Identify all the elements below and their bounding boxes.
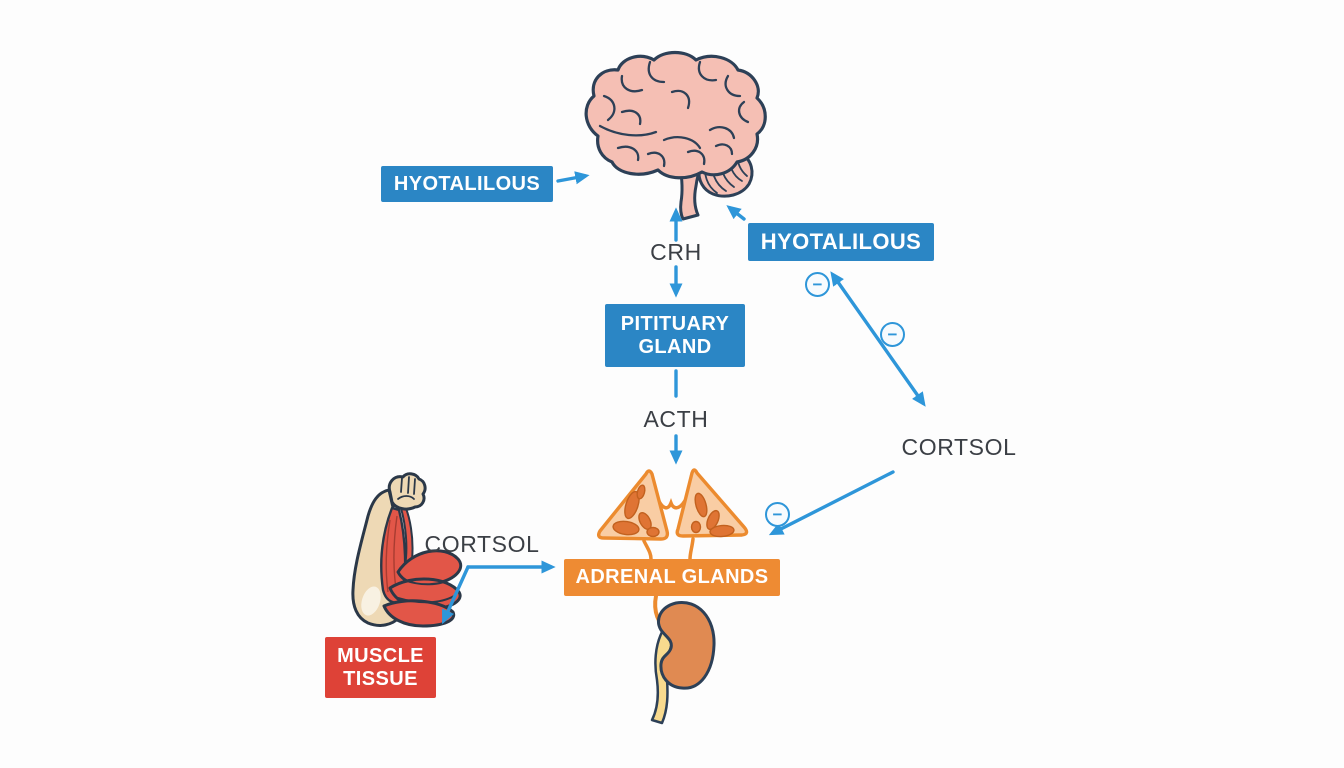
adrenal-glands-label: ADRENAL GLANDS [575, 566, 769, 589]
minus-circle-icon: − [765, 502, 790, 527]
flow-arrows [442, 171, 926, 625]
adrenal-right [675, 468, 749, 538]
minus-circle-icon: − [805, 272, 830, 297]
brain-illustration [584, 50, 767, 221]
bicep-contours [397, 577, 455, 604]
adrenal-left-marbling [612, 484, 660, 538]
muscle-arm-illustration [351, 472, 463, 628]
hypothalamus-right-label: HYOTALILOUS [760, 228, 922, 254]
arrow-feedback-cortisol-hypothalamus [830, 271, 926, 407]
arrow-hypothalamus-to-brain [556, 171, 590, 185]
hypothalamus-right-box: HYOTALILOUS [748, 223, 934, 261]
adrenal-glands-box: ADRENAL GLANDS [564, 559, 780, 596]
pituitary-label-line1: PITITUARY [620, 313, 730, 336]
minus-circle-icon: − [880, 322, 905, 347]
adrenal-glands-illustration [596, 468, 749, 635]
arrow-cortisol-to-muscle [442, 565, 470, 625]
hypothalamus-left-label: HYOTALILOUS [393, 172, 541, 195]
crh-label: CRH [650, 239, 702, 265]
fist-finger-lines [397, 476, 416, 500]
cortisol-left-label: CORTSOL [424, 531, 540, 557]
hypothalamus-left-box: HYOTALILOUS [381, 166, 553, 202]
elbow-highlight [361, 586, 381, 616]
brain-sulci [598, 60, 750, 168]
muscle-label-line1: MUSCLE [337, 645, 424, 668]
muscle-tissue-box: MUSCLE TISSUE [325, 637, 436, 698]
fist [387, 472, 427, 511]
pituitary-label-line2: GLAND [638, 335, 712, 358]
arrow-hypothalamus2-to-brain [726, 205, 746, 221]
brainstem [678, 164, 703, 221]
kidney-body [657, 601, 716, 690]
acth-label: ACTH [643, 406, 709, 432]
kidney-illustration [650, 601, 716, 725]
cortisol-right-label: CORTSOL [901, 434, 1017, 460]
pituitary-gland-box: PITITUARY GLAND [605, 304, 745, 367]
arrow-feedback-cortisol-adrenals [768, 470, 895, 536]
muscle-label-line2: TISSUE [343, 667, 418, 690]
adrenal-right-marbling [690, 492, 735, 538]
